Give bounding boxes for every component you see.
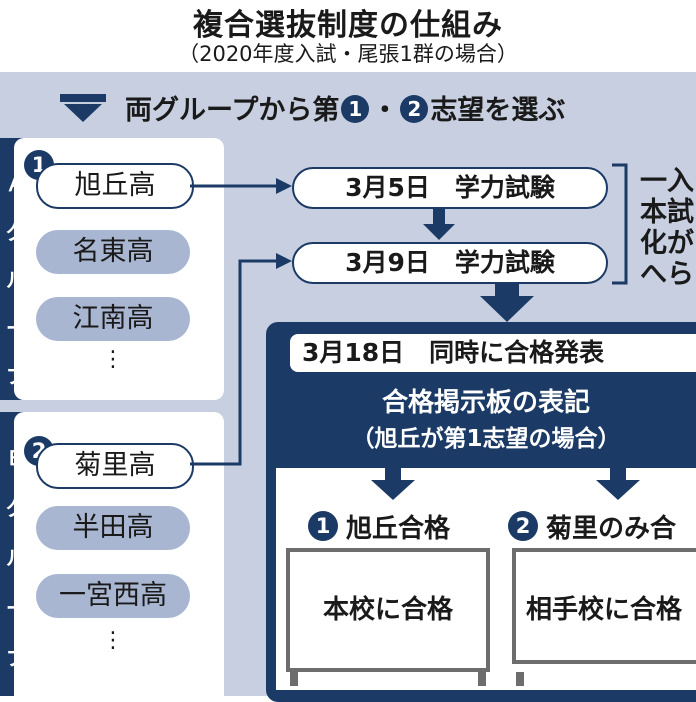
result-1-signboard: 本校に合格: [286, 548, 490, 672]
arrow-right-icon: [276, 178, 292, 194]
arrow-shaft: [433, 208, 445, 226]
side-note-line: へら: [640, 259, 694, 290]
diagram-title: 複合選抜制度の仕組み: [193, 8, 503, 43]
group-a-school: 江南高: [36, 297, 190, 341]
result-2-number-badge: 2: [508, 511, 538, 541]
arrow-down-icon: [480, 296, 534, 322]
signboard-leg: [290, 672, 298, 686]
group-a-selected-school: 旭丘高: [36, 163, 194, 209]
instruction-text-before: 両グループから第: [125, 95, 340, 126]
group-b-school: 一宮西高: [36, 574, 190, 618]
group-a-school: 名東高: [36, 230, 190, 274]
result-2-signboard: 相手校に合格: [512, 548, 696, 664]
side-note-line: 本試: [640, 197, 694, 228]
signboard-leg: [516, 672, 524, 686]
group-b-school: 半田高: [36, 506, 190, 550]
announcement-date: 3月18日 同時に合格発表: [290, 334, 696, 372]
choice-2-badge: 2: [400, 95, 429, 123]
arrow-right-icon: [276, 253, 292, 269]
result-1-number-badge: 1: [308, 511, 338, 541]
arrow-down-icon: [371, 480, 415, 500]
arrow-shaft: [495, 284, 519, 298]
choice-1-badge: 1: [341, 95, 370, 123]
exam-date-2: 3月9日 学力試験: [292, 242, 608, 284]
bracket: [612, 163, 628, 285]
down-arrow-icon: [60, 94, 106, 122]
instruction-separator: ・: [371, 95, 399, 126]
arrow-shaft: [610, 468, 626, 480]
exam-date-1: 3月5日 学力試験: [292, 167, 608, 209]
connector-line: [190, 259, 276, 466]
board-title: 合格掲示板の表記: [381, 388, 590, 418]
signboard-leg: [478, 672, 486, 686]
side-note-line: 一入: [640, 166, 694, 197]
side-note-line: 化が: [640, 228, 694, 259]
board-subtitle: （旭丘が第1志望の場合）: [351, 426, 621, 452]
instruction-text-after: 志望を選ぶ: [430, 95, 566, 126]
result-2-label: 菊里のみ合: [546, 514, 677, 544]
group-b-selected-school: 菊里高: [36, 443, 194, 489]
arrow-shaft: [385, 468, 401, 480]
side-note: 一入 本試 化が へら: [640, 166, 694, 290]
result-1-label: 旭丘合格: [346, 514, 451, 544]
arrow-down-icon: [423, 224, 455, 240]
diagram-subtitle: （2020年度入試・尾張1群の場合）: [178, 42, 518, 66]
arrow-down-icon: [596, 480, 640, 500]
